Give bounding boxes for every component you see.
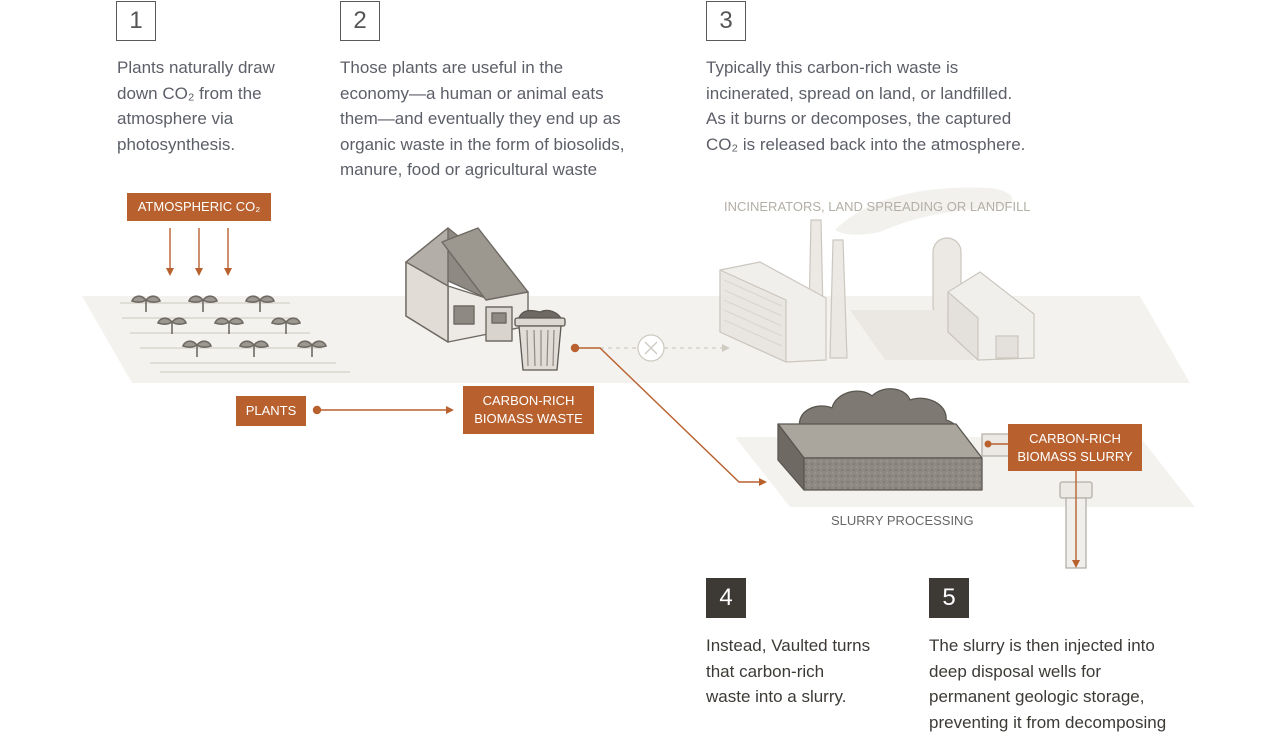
step-4-text: Instead, Vaulted turns that carbon-rich … — [706, 636, 871, 707]
slurry-processing-caption: SLURRY PROCESSING — [831, 513, 974, 528]
step-2-text: Those plants are useful in the economy—a… — [340, 58, 625, 180]
house-icon — [405, 227, 529, 343]
trash-can-icon — [514, 309, 566, 371]
step-4-number: 4 — [706, 578, 746, 618]
step-5-text: The slurry is then injected into deep di… — [929, 636, 1167, 732]
step-3-number: 3 — [706, 1, 746, 41]
incinerator-facility-icon — [719, 187, 1035, 363]
injection-well-icon — [984, 440, 1093, 569]
biomass-slurry-label: CARBON-RICH BIOMASS SLURRY — [1008, 424, 1142, 471]
step-1-text: Plants naturally draw down CO₂ from the … — [117, 58, 275, 154]
step-1-number: 1 — [116, 1, 156, 41]
biomass-waste-label: CARBON-RICH BIOMASS WASTE — [463, 386, 594, 434]
co2-arrows — [166, 228, 232, 276]
step-2-number: 2 — [340, 1, 380, 41]
plant-field — [120, 302, 350, 373]
step-5-number: 5 — [929, 578, 969, 618]
plants-to-waste-arrow — [312, 405, 454, 415]
step-3-text: Typically this carbon-rich waste is inci… — [706, 58, 1026, 154]
plants-label: PLANTS — [236, 396, 306, 426]
waste-to-slurry-path — [570, 343, 767, 486]
process-illustration — [82, 187, 1195, 569]
seedlings-icon — [131, 295, 327, 357]
blocked-path — [600, 334, 730, 362]
atmospheric-co2-label: ATMOSPHERIC CO₂ — [127, 193, 271, 221]
incinerators-caption: INCINERATORS, LAND SPREADING OR LANDFILL — [724, 199, 1031, 214]
